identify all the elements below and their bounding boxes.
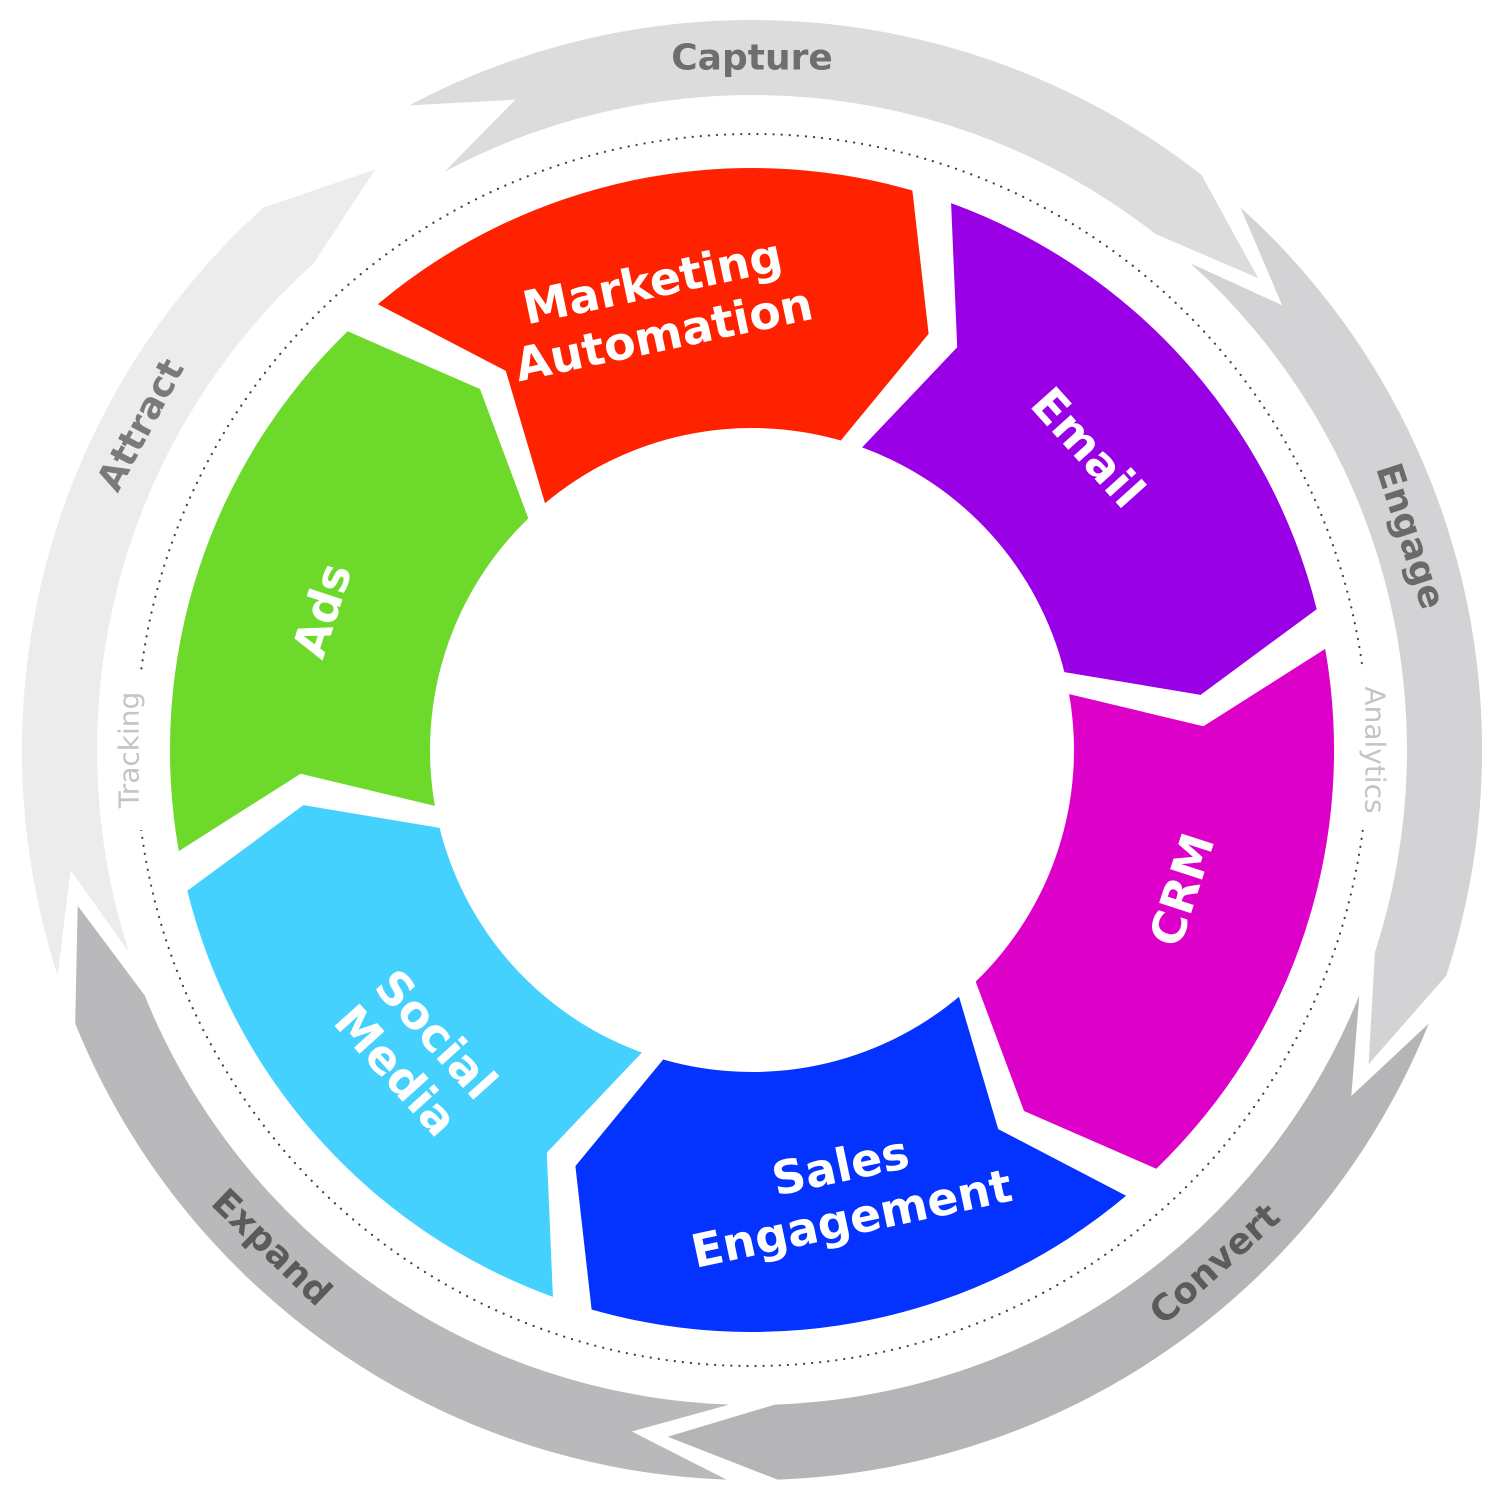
stage-label-capture: Capture [671, 38, 833, 79]
segment-marketing-automation [377, 167, 929, 504]
stage-arrow-expand [75, 905, 730, 1480]
side-labels: Tracking Analytics [109, 670, 1395, 830]
segment-social-media [187, 805, 642, 1297]
stage-arrow-capture [409, 20, 1259, 279]
side-label-backing-analytics [1355, 670, 1395, 830]
segment-email [862, 203, 1317, 695]
segment-crm [975, 648, 1335, 1169]
side-label-backing-tracking [109, 670, 149, 830]
segment-sales-engagement [575, 996, 1127, 1333]
side-label-tracking: Tracking [113, 692, 146, 810]
segment-ads [169, 331, 529, 852]
stage-arrow-convert [667, 995, 1429, 1480]
side-label-analytics: Analytics [1359, 686, 1392, 813]
inner-segment-ring: MarketingAutomationEmailCRMSalesEngageme… [169, 167, 1335, 1333]
stage-arrow-attract [21, 169, 376, 976]
stage-arrow-engage [1190, 207, 1483, 1065]
